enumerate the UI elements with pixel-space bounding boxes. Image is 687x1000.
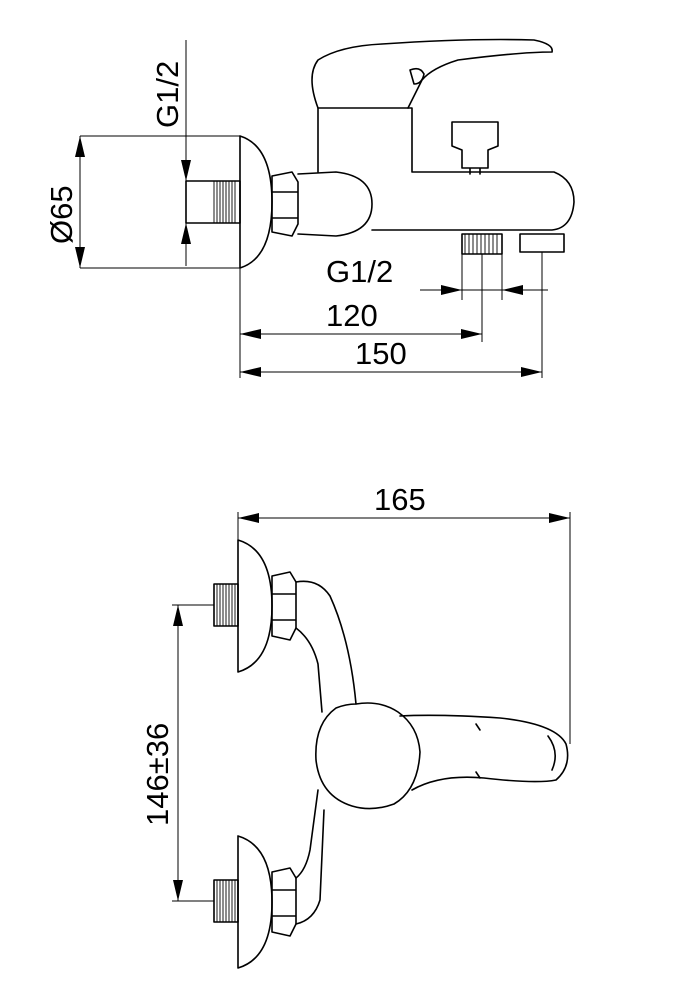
wall-thread: [185, 180, 241, 224]
diverter-knob: [451, 121, 499, 175]
lower-flange: [237, 835, 273, 969]
upper-nut: [271, 571, 297, 641]
dim-spacing: 146±36: [140, 604, 214, 902]
upper-flange: [237, 539, 273, 673]
dim-g12-vertical: G1/2: [150, 40, 240, 266]
lever-pivot: [409, 67, 425, 85]
upper-thread: [213, 583, 239, 627]
dim-spacing-label: 146±36: [140, 723, 175, 826]
dim-g12-outlet-label: G1/2: [326, 254, 393, 289]
dim-g12-outlet: G1/2: [326, 254, 548, 300]
dim-120-label: 120: [326, 298, 378, 333]
wall-flange: [239, 135, 273, 269]
dim-120: 120: [239, 254, 483, 378]
dim-165-label: 165: [374, 482, 426, 517]
spout-outlet: [519, 233, 565, 253]
lever-arm-dot-a: [475, 723, 481, 731]
lower-thread: [213, 879, 239, 923]
lever-arm-dot-b: [475, 771, 481, 779]
outlet-thread: [461, 233, 503, 255]
mixer-body: [317, 107, 575, 231]
lever-arm: [399, 714, 569, 791]
lever-handle: [311, 38, 553, 109]
top-view: 165 146±36: [140, 482, 571, 969]
side-view: G1/2 Ø65 G1/2 120: [44, 38, 575, 378]
lower-nut: [271, 867, 297, 937]
dim-g12-vertical-label: G1/2: [150, 61, 185, 128]
mixer-body-top: [295, 580, 357, 713]
dim-165: 165: [237, 482, 571, 744]
dim-diameter: Ø65: [44, 135, 240, 269]
hex-nut: [271, 171, 299, 237]
dim-150: 150: [240, 252, 543, 378]
dim-150-label: 150: [355, 336, 407, 371]
mixer-body-bottom: [295, 789, 325, 925]
inlet-arm: [297, 171, 373, 237]
dim-diameter-label: Ø65: [44, 185, 79, 244]
lever-hub: [315, 702, 421, 810]
lever-arm-inner: [547, 735, 556, 771]
